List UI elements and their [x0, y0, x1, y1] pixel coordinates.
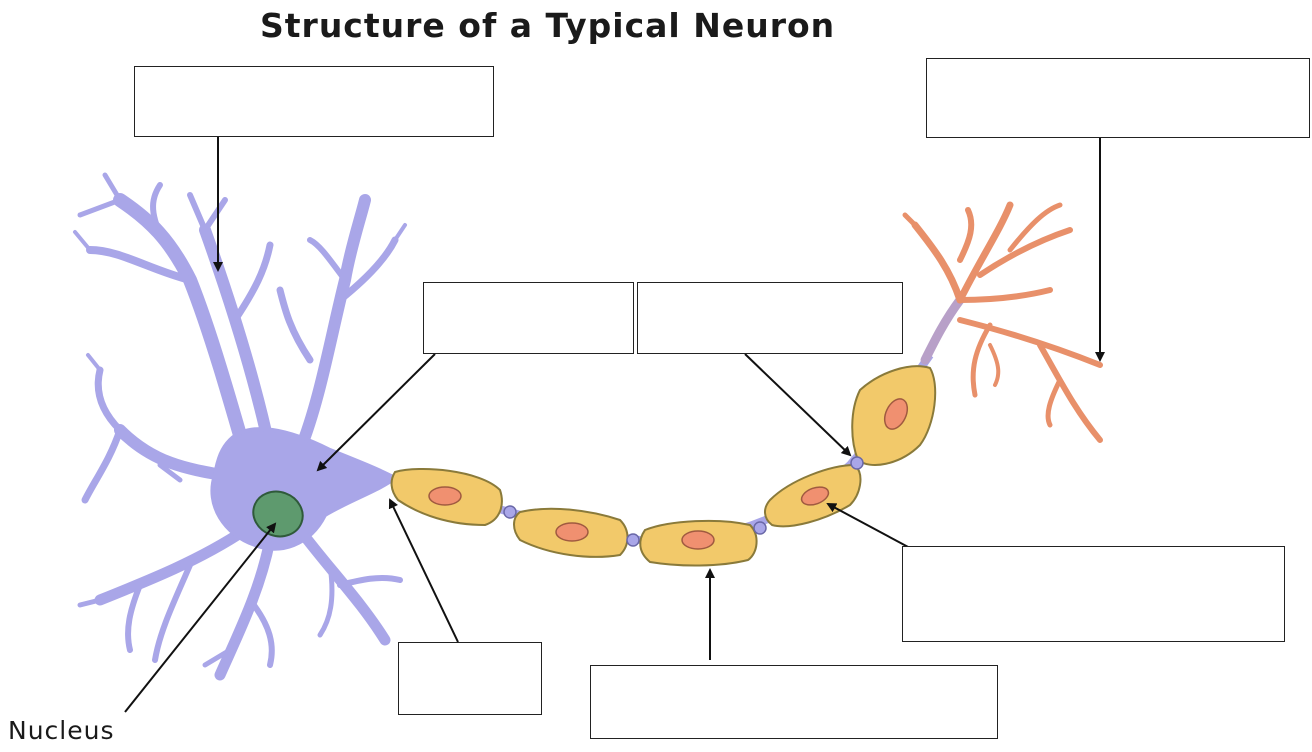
cell-body	[212, 429, 395, 549]
arrow-node-of-ranvier	[745, 354, 850, 455]
arrow-schwann-cell	[828, 504, 910, 548]
arrow-cell-body	[318, 354, 435, 470]
label-box-myelin-sheath[interactable]	[590, 665, 998, 739]
label-box-dendrite[interactable]	[134, 66, 494, 137]
dendrites	[75, 175, 405, 675]
label-box-node-of-ranvier[interactable]	[637, 282, 903, 354]
diagram-title: Structure of a Typical Neuron	[260, 6, 880, 45]
nucleus-label: Nucleus	[8, 716, 115, 745]
label-box-axon-hillock[interactable]	[398, 642, 542, 715]
label-box-schwann-cell[interactable]	[902, 546, 1285, 642]
label-box-axon-terminal[interactable]	[926, 58, 1310, 138]
label-box-cell-body[interactable]	[423, 282, 634, 354]
